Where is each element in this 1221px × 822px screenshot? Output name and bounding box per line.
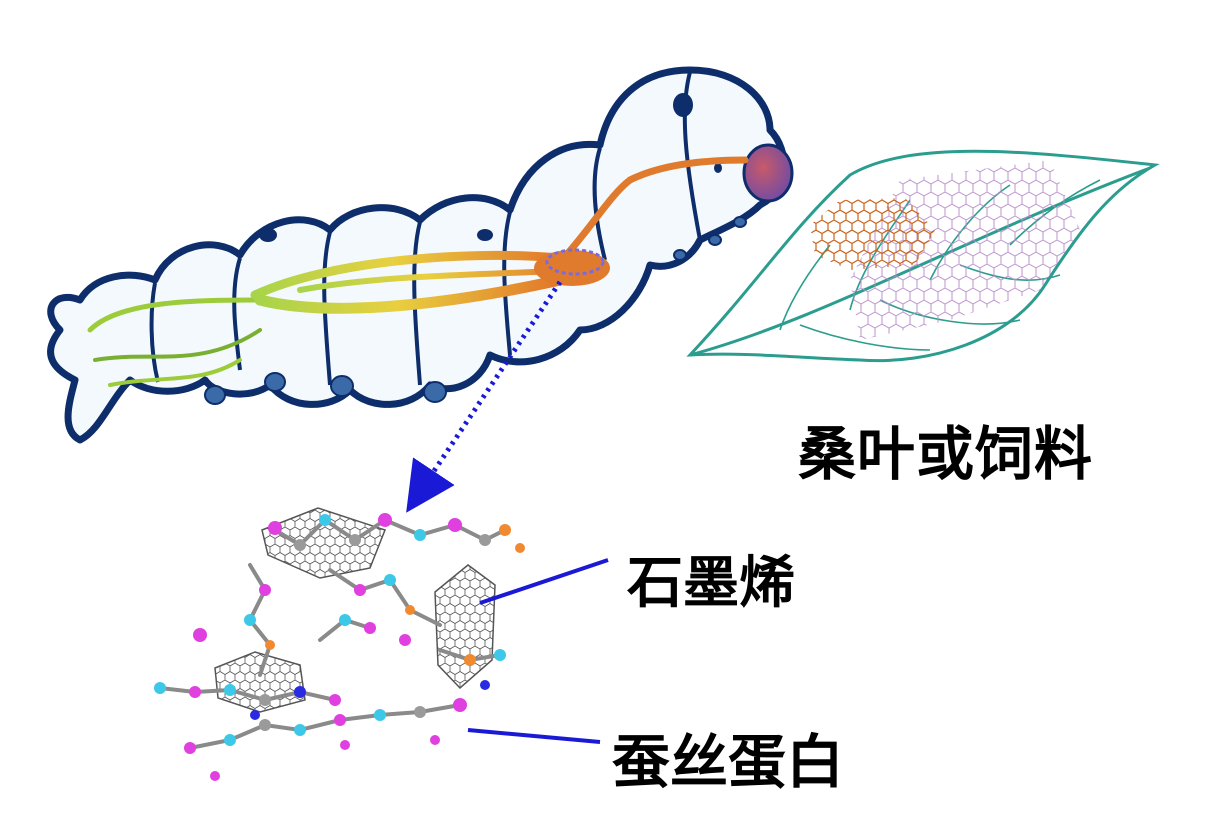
silk-graphene-molecular-network bbox=[154, 508, 525, 781]
feed-label: 桑叶或饲料 bbox=[798, 425, 1093, 483]
silk-pointer-line bbox=[468, 730, 600, 742]
graphene-label: 石墨烯 bbox=[627, 556, 795, 612]
graphene-pointer-line bbox=[480, 560, 608, 603]
silk-fibroin-label: 蚕丝蛋白 bbox=[612, 733, 844, 791]
silkworm-illustration bbox=[51, 70, 792, 440]
silkworm-head bbox=[744, 145, 792, 201]
graphene-sheet bbox=[435, 565, 495, 688]
